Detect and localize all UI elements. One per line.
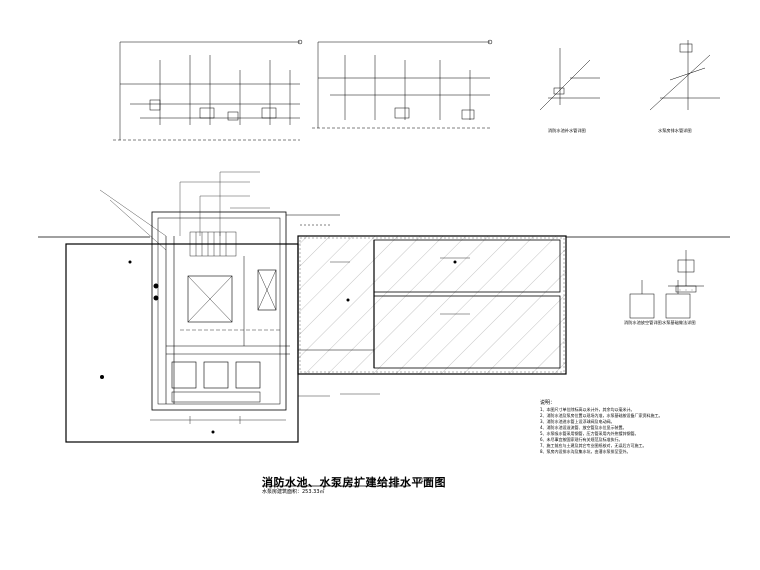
detail-make-up-pipe bbox=[668, 250, 704, 293]
isometric-detail-2 bbox=[649, 40, 720, 111]
caption-detail-3: 消防水池放空管详图 bbox=[624, 320, 662, 325]
system-diagram-2 bbox=[312, 39, 493, 129]
note-item: 7、施工前应与土建及其它专业图纸核对，无误后方可施工。 bbox=[540, 443, 647, 448]
note-item: 2、消防水池及泵房位置以现场为准，水泵基础按设备厂家资料施工。 bbox=[540, 413, 663, 418]
drawing-title: 消防水池、水泵房扩建给排水平面图 bbox=[262, 476, 446, 489]
note-item: 3、消防水池进水管上设浮球阀及电动阀。 bbox=[540, 419, 615, 424]
caption-detail-4: 水泵基础做法详图 bbox=[662, 320, 696, 325]
isometric-detail-1 bbox=[539, 48, 600, 111]
note-item: 5、水泵吸水管采用钢管，压力管采用内外热镀锌钢管。 bbox=[540, 431, 639, 436]
pool-inlet-pipe bbox=[286, 214, 340, 226]
fire-water-pool bbox=[297, 235, 567, 397]
drawing-subtitle: 水泵房建筑面积：253.33㎡ bbox=[262, 489, 325, 495]
note-item: 4、消防水池设溢流管、放空管及水位显示装置。 bbox=[540, 425, 627, 430]
drawing-scale: 1:50 bbox=[420, 477, 434, 484]
note-item: 1、本图尺寸单位除标高以米计外，其余均以毫米计。 bbox=[540, 407, 635, 412]
system-diagram-1 bbox=[113, 39, 303, 141]
note-item: 8、泵房内设排水沟及集水坑，由潜水泵排至室外。 bbox=[540, 449, 631, 454]
detail-sump bbox=[629, 280, 691, 319]
caption-detail-1: 消防水池补水管详图 bbox=[548, 128, 586, 133]
pump-room-walls bbox=[65, 171, 299, 443]
notes-heading: 说明： bbox=[540, 400, 556, 406]
general-notes: 说明： 1、本图尺寸单位除标高以米计外，其余均以毫米计。 2、消防水池及泵房位置… bbox=[540, 400, 735, 455]
note-item: 6、未尽事宜按国家现行有关规范及标准执行。 bbox=[540, 437, 623, 442]
caption-detail-2: 水泵房排水管详图 bbox=[658, 128, 692, 133]
